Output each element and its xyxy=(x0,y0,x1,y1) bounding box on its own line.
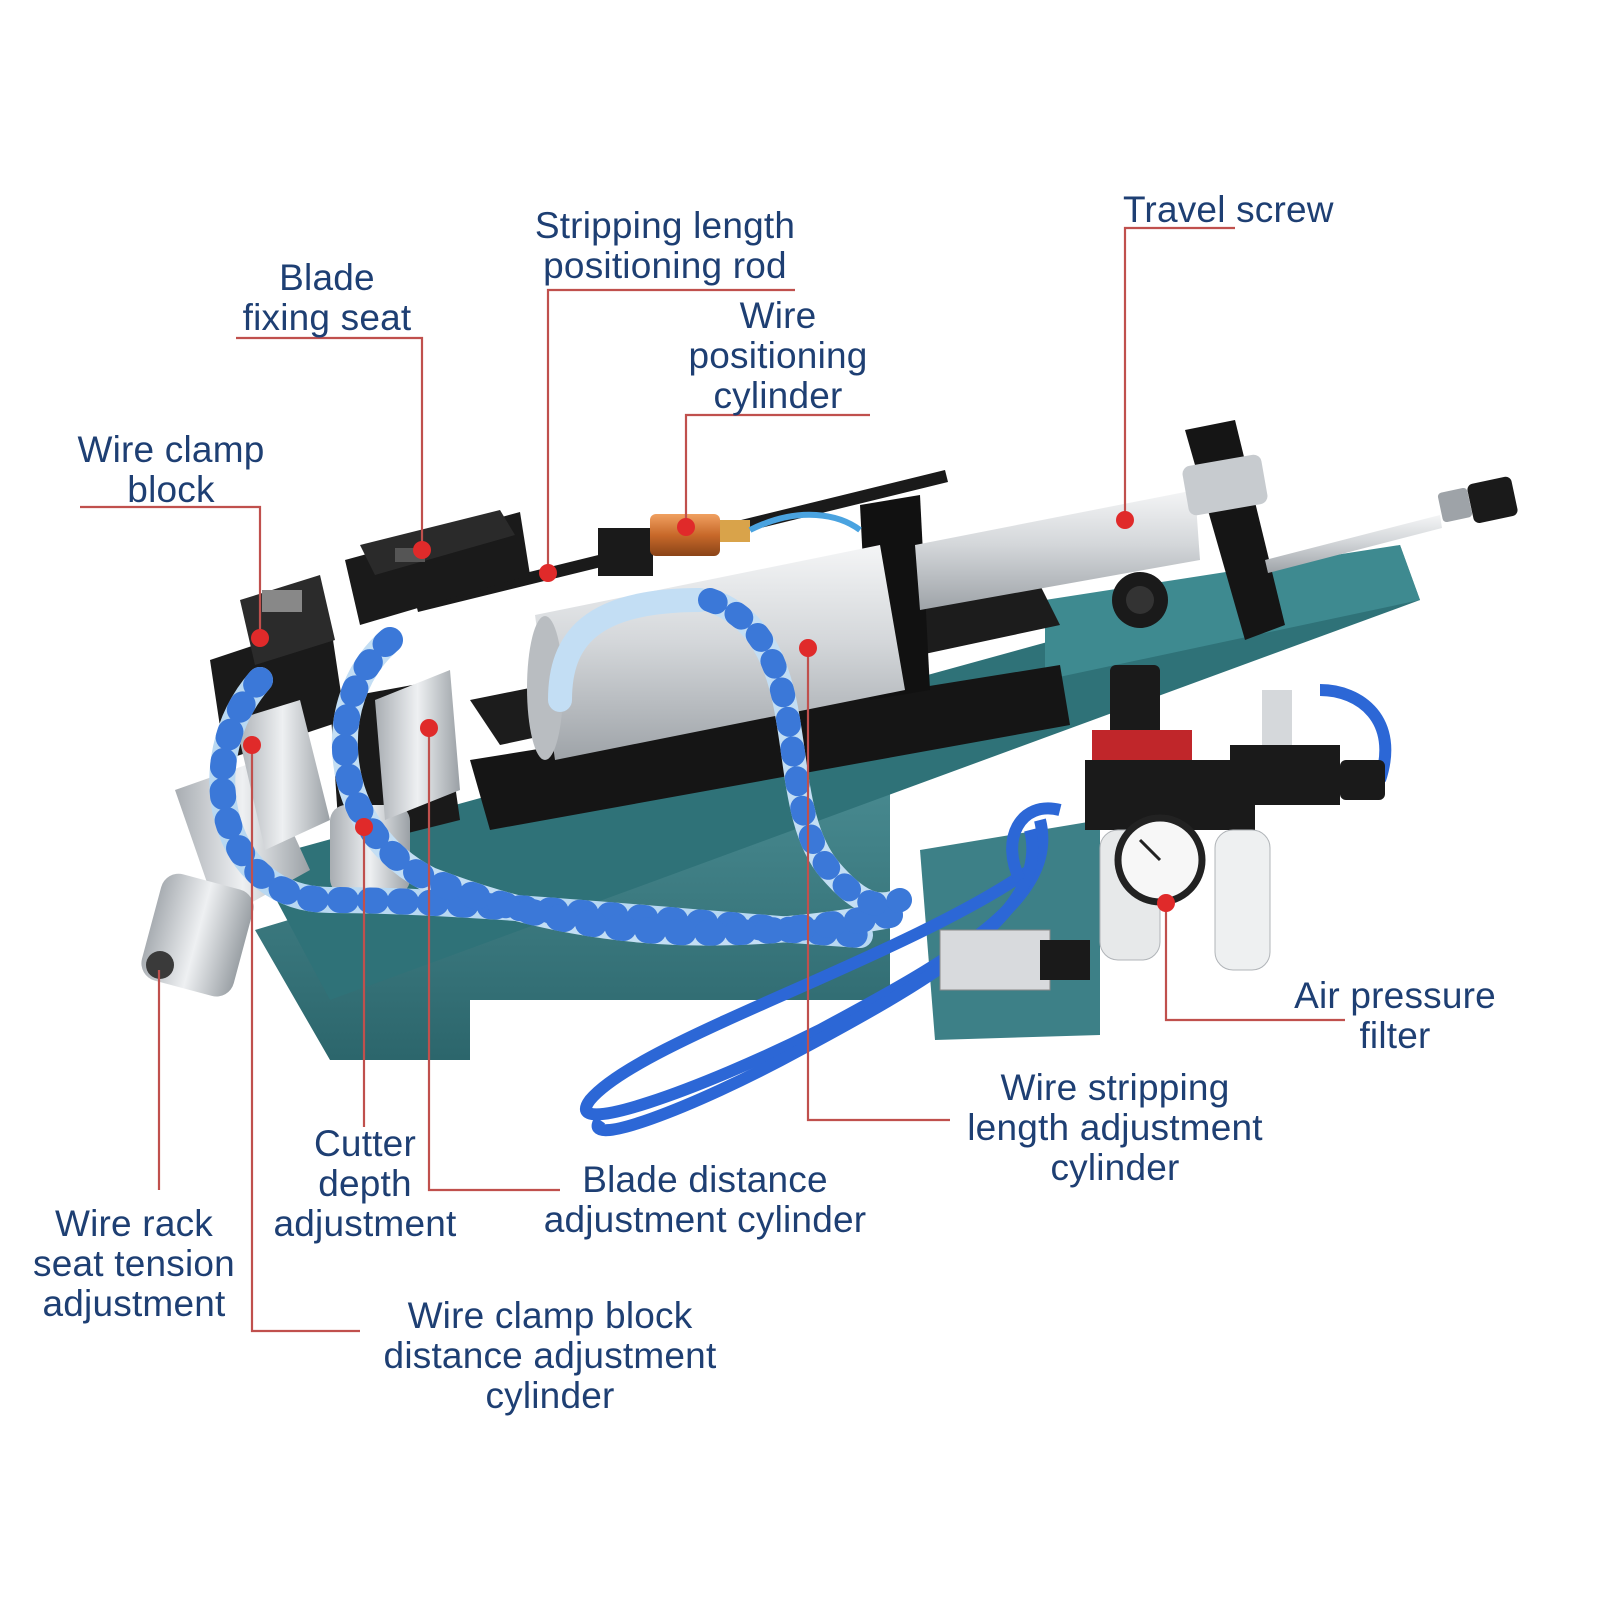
dot-blade-distance-adjustment-cylinder xyxy=(420,719,438,737)
leader-wire-clamp-block-distance-adjustment-cylinder xyxy=(250,745,360,1333)
label-cutter-depth-adjustment: Cutter depth adjustment xyxy=(273,1123,457,1244)
dot-travel-screw xyxy=(1116,511,1134,529)
marker-dots xyxy=(243,511,1175,912)
air-pressure-filter xyxy=(1085,665,1385,971)
label-air-pressure-filter: Air pressure filter xyxy=(1294,975,1496,1056)
leader-air-pressure-filter xyxy=(1164,905,1345,1022)
leader-blade-distance-adjustment-cylinder xyxy=(427,728,560,1192)
label-wire-positioning-cylinder: Wire positioning cylinder xyxy=(688,295,868,416)
label-travel-screw: Travel screw xyxy=(1123,189,1334,230)
dot-wire-stripping-length-adjustment-cylinder xyxy=(799,639,817,657)
leader-wire-positioning-cylinder xyxy=(684,413,870,525)
label-wire-rack-seat-tension-adjustment: Wire rack seat tension adjustment xyxy=(33,1203,235,1324)
leader-travel-screw xyxy=(1123,226,1235,518)
dot-blade-fixing-seat xyxy=(413,541,431,559)
spiral-tubing xyxy=(209,588,912,948)
dot-wire-clamp-block-distance-adjustment-cylinder xyxy=(243,736,261,754)
leader-wire-clamp-block xyxy=(80,505,262,637)
dot-wire-positioning-cylinder xyxy=(677,518,695,536)
blade-fixing-seat xyxy=(345,510,530,625)
dot-wire-clamp-block xyxy=(251,629,269,647)
label-wire-stripping-length-adjustment-cylinder: Wire stripping length adjustment cylinde… xyxy=(967,1067,1263,1188)
dot-air-pressure-filter xyxy=(1157,894,1175,912)
dot-stripping-length-positioning-rod xyxy=(539,564,557,582)
label-blade-distance-adjustment-cylinder: Blade distance adjustment cylinder xyxy=(543,1159,867,1240)
dot-cutter-depth-adjustment xyxy=(355,818,373,836)
label-blade-fixing-seat: Blade fixing seat xyxy=(242,257,412,338)
leader-lines xyxy=(80,226,1345,1333)
label-wire-clamp-block: Wire clamp block xyxy=(77,429,265,510)
solenoid-valve xyxy=(939,929,1090,991)
label-stripping-length-positioning-rod: Stripping length positioning rod xyxy=(534,205,796,286)
leader-stripping-length-positioning-rod xyxy=(546,288,795,573)
leader-wire-stripping-length-adjustment-cylinder xyxy=(806,648,950,1122)
label-wire-clamp-block-distance-adjustment-cylinder: Wire clamp block distance adjustment cyl… xyxy=(383,1295,717,1416)
leader-blade-fixing-seat xyxy=(236,336,424,549)
